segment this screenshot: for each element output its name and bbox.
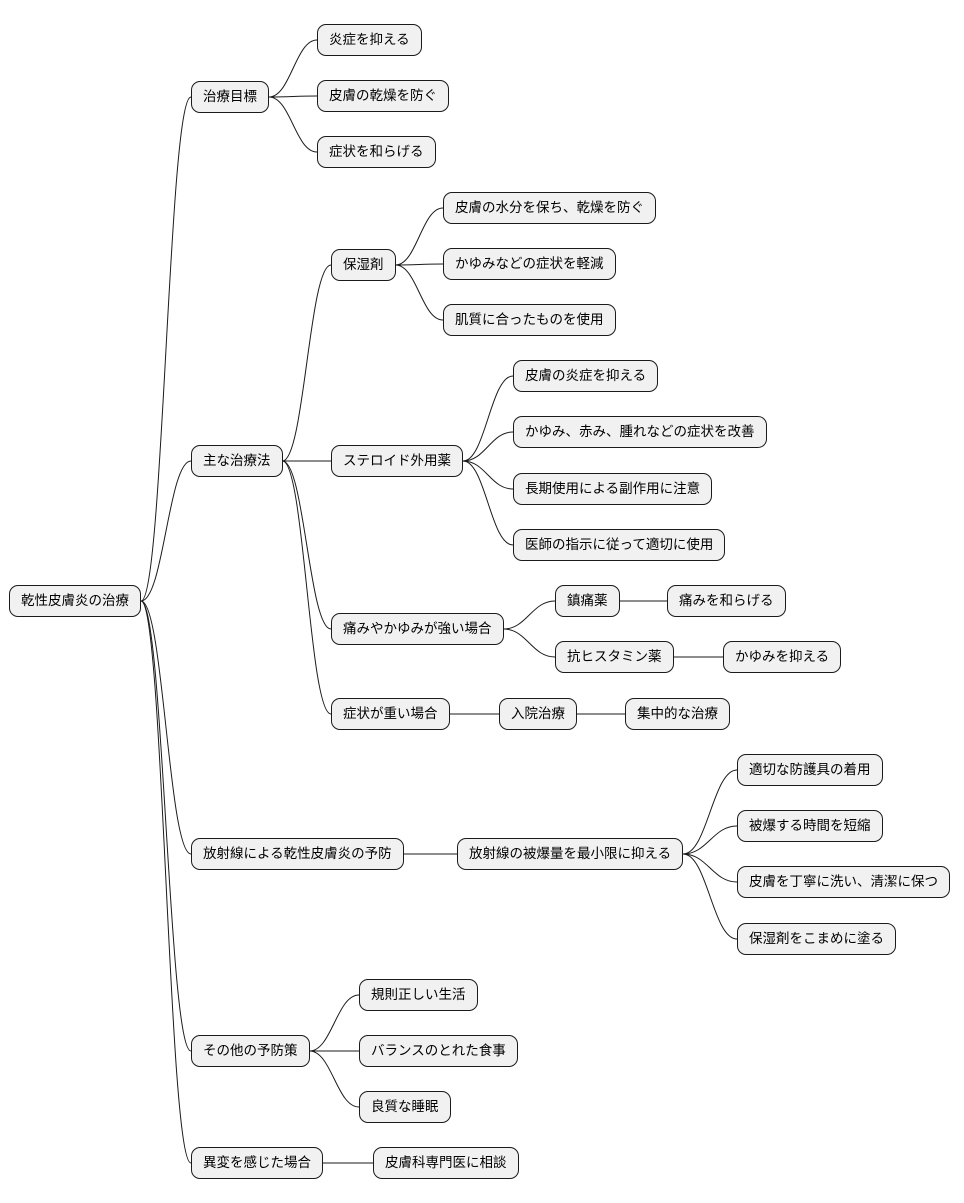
mindmap-node-treatment-goals[interactable]: 治療目標 (191, 81, 269, 113)
mindmap-edge (683, 853, 738, 883)
mindmap-node-severe-pain-itch[interactable]: 痛みやかゆみが強い場合 (331, 613, 504, 645)
mindmap-node-reduce-itching[interactable]: かゆみなどの症状を軽減 (443, 248, 616, 280)
mindmap-node-intensive-care[interactable]: 集中的な治療 (625, 698, 730, 730)
mindmap-edge (395, 263, 444, 266)
mindmap-node-skin-type[interactable]: 肌質に合ったものを使用 (443, 304, 616, 336)
mindmap-node-main-treatments[interactable]: 主な治療法 (191, 445, 283, 477)
mindmap-node-protective-gear[interactable]: 適切な防護具の着用 (737, 754, 883, 786)
mindmap-edge (309, 994, 360, 1052)
mindmap-edge (309, 1050, 360, 1108)
mindmap-edge (140, 600, 192, 1164)
mindmap-edge (395, 207, 444, 266)
mindmap-node-improve-symptoms[interactable]: かゆみ、赤み、腫れなどの症状を改善 (513, 416, 767, 448)
mindmap-edge (462, 431, 514, 462)
mindmap-node-minimize-exposure[interactable]: 放射線の被爆量を最小限に抑える (457, 838, 684, 870)
mindmap-edge (268, 39, 318, 98)
mindmap-node-moisturizer[interactable]: 保湿剤 (331, 249, 396, 281)
mindmap-node-other-prevention[interactable]: その他の予防策 (191, 1035, 310, 1067)
mindmap-edge (282, 460, 332, 715)
mindmap-node-antihistamine[interactable]: 抗ヒスタミン薬 (555, 641, 674, 673)
mindmap-edge (140, 96, 192, 602)
mindmap-edge (268, 96, 318, 153)
mindmap-edge (503, 600, 556, 630)
mindmap-node-prevent-dryness[interactable]: 皮膚の乾燥を防ぐ (317, 80, 449, 112)
mindmap-edge (683, 825, 738, 855)
mindmap-node-severe-symptoms[interactable]: 症状が重い場合 (331, 698, 450, 730)
mindmap-edge (282, 460, 332, 630)
mindmap-node-shorten-time[interactable]: 被爆する時間を短縮 (737, 810, 883, 842)
mindmap-node-suppress-inflammation[interactable]: 炎症を抑える (317, 24, 422, 56)
mindmap-edge (395, 264, 444, 321)
mindmap-node-relieve-pain[interactable]: 痛みを和らげる (667, 585, 786, 617)
mindmap-edge (282, 264, 332, 462)
mindmap-edge (140, 600, 192, 1052)
mindmap-root-node[interactable]: 乾性皮膚炎の治療 (9, 585, 141, 617)
mindmap-node-analgesic[interactable]: 鎮痛薬 (555, 585, 620, 617)
mindmap-node-regular-life[interactable]: 規則正しい生活 (359, 979, 478, 1011)
mindmap-node-good-sleep[interactable]: 良質な睡眠 (359, 1091, 451, 1123)
mindmap-edge (268, 95, 318, 98)
mindmap-node-topical-steroid[interactable]: ステロイド外用薬 (331, 445, 463, 477)
mindmap-node-abnormality[interactable]: 異変を感じた場合 (191, 1147, 323, 1179)
mindmap-edge (683, 769, 738, 855)
mindmap-edge (140, 600, 192, 855)
mindmap-node-wash-skin[interactable]: 皮膚を丁寧に洗い、清潔に保つ (737, 866, 950, 898)
mindmap-edge (462, 375, 514, 462)
mindmap-node-apply-moisturizer[interactable]: 保湿剤をこまめに塗る (737, 923, 896, 955)
mindmap-node-relieve-symptoms[interactable]: 症状を和らげる (317, 136, 436, 168)
mindmap-node-radiation-prevention[interactable]: 放射線による乾性皮膚炎の予防 (191, 838, 404, 870)
mindmap-node-consult-dermatologist[interactable]: 皮膚科専門医に相談 (373, 1147, 519, 1179)
mindmap-node-suppress-skin-inflammation[interactable]: 皮膚の炎症を抑える (513, 360, 659, 392)
mindmap-edge (462, 460, 514, 490)
mindmap-node-balanced-diet[interactable]: バランスのとれた食事 (359, 1035, 518, 1067)
mindmap-node-hospitalization[interactable]: 入院治療 (499, 698, 577, 730)
mindmap-node-follow-doctor[interactable]: 医師の指示に従って適切に使用 (513, 529, 726, 561)
mindmap-node-keep-moisture[interactable]: 皮膚の水分を保ち、乾燥を防ぐ (443, 192, 656, 224)
mindmap-edge (683, 853, 738, 940)
mindmap-node-suppress-itch[interactable]: かゆみを抑える (723, 641, 842, 673)
mindmap-node-side-effects[interactable]: 長期使用による副作用に注意 (513, 473, 713, 505)
mindmap-edge (462, 460, 514, 546)
mindmap-edge (503, 628, 556, 658)
mindmap-edge (140, 460, 192, 602)
